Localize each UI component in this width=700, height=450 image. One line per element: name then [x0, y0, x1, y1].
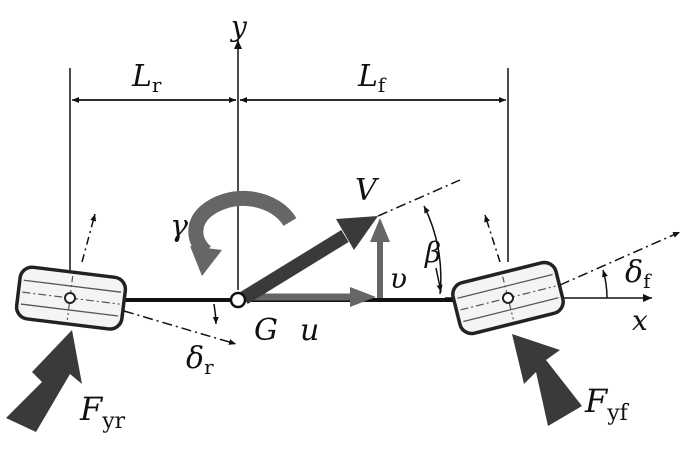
- rear-tire-centerline: [123, 310, 237, 345]
- fyr-label: Fyr: [79, 390, 126, 434]
- front-tire-normal: [484, 214, 501, 263]
- rear-tire: [14, 265, 128, 331]
- delta-f-label: δf: [625, 255, 652, 293]
- lf-label: Lf: [357, 59, 387, 97]
- u-label: u: [300, 313, 319, 348]
- velocity-direction-line: [377, 179, 461, 217]
- x-axis-label: x: [632, 304, 648, 337]
- front-tire: [451, 260, 565, 336]
- velocity-label: V: [355, 173, 380, 208]
- v-label: υ: [390, 262, 407, 295]
- velocity-arrow: [240, 230, 349, 304]
- front-tire-centerline: [559, 231, 681, 286]
- front-lateral-force-arrow: [512, 334, 582, 426]
- yaw-rate-label: γ: [170, 209, 188, 244]
- rear-lateral-force-arrow: [6, 330, 82, 432]
- rear-tire-normal: [81, 213, 97, 263]
- fyf-label: Fyf: [584, 382, 630, 426]
- delta-r-label: δr: [186, 341, 214, 379]
- beta-arc-lower-tick: [435, 267, 443, 293]
- yaw-rate-arrow: [188, 190, 297, 276]
- lr-label: Lr: [131, 59, 162, 97]
- center-of-gravity: [229, 291, 247, 309]
- cog-label: G: [254, 313, 278, 348]
- beta-label: β: [424, 236, 441, 269]
- delta-r-angle-arc: [212, 303, 219, 325]
- y-axis-label: y: [229, 10, 248, 43]
- delta-f-angle-arc: [602, 269, 608, 299]
